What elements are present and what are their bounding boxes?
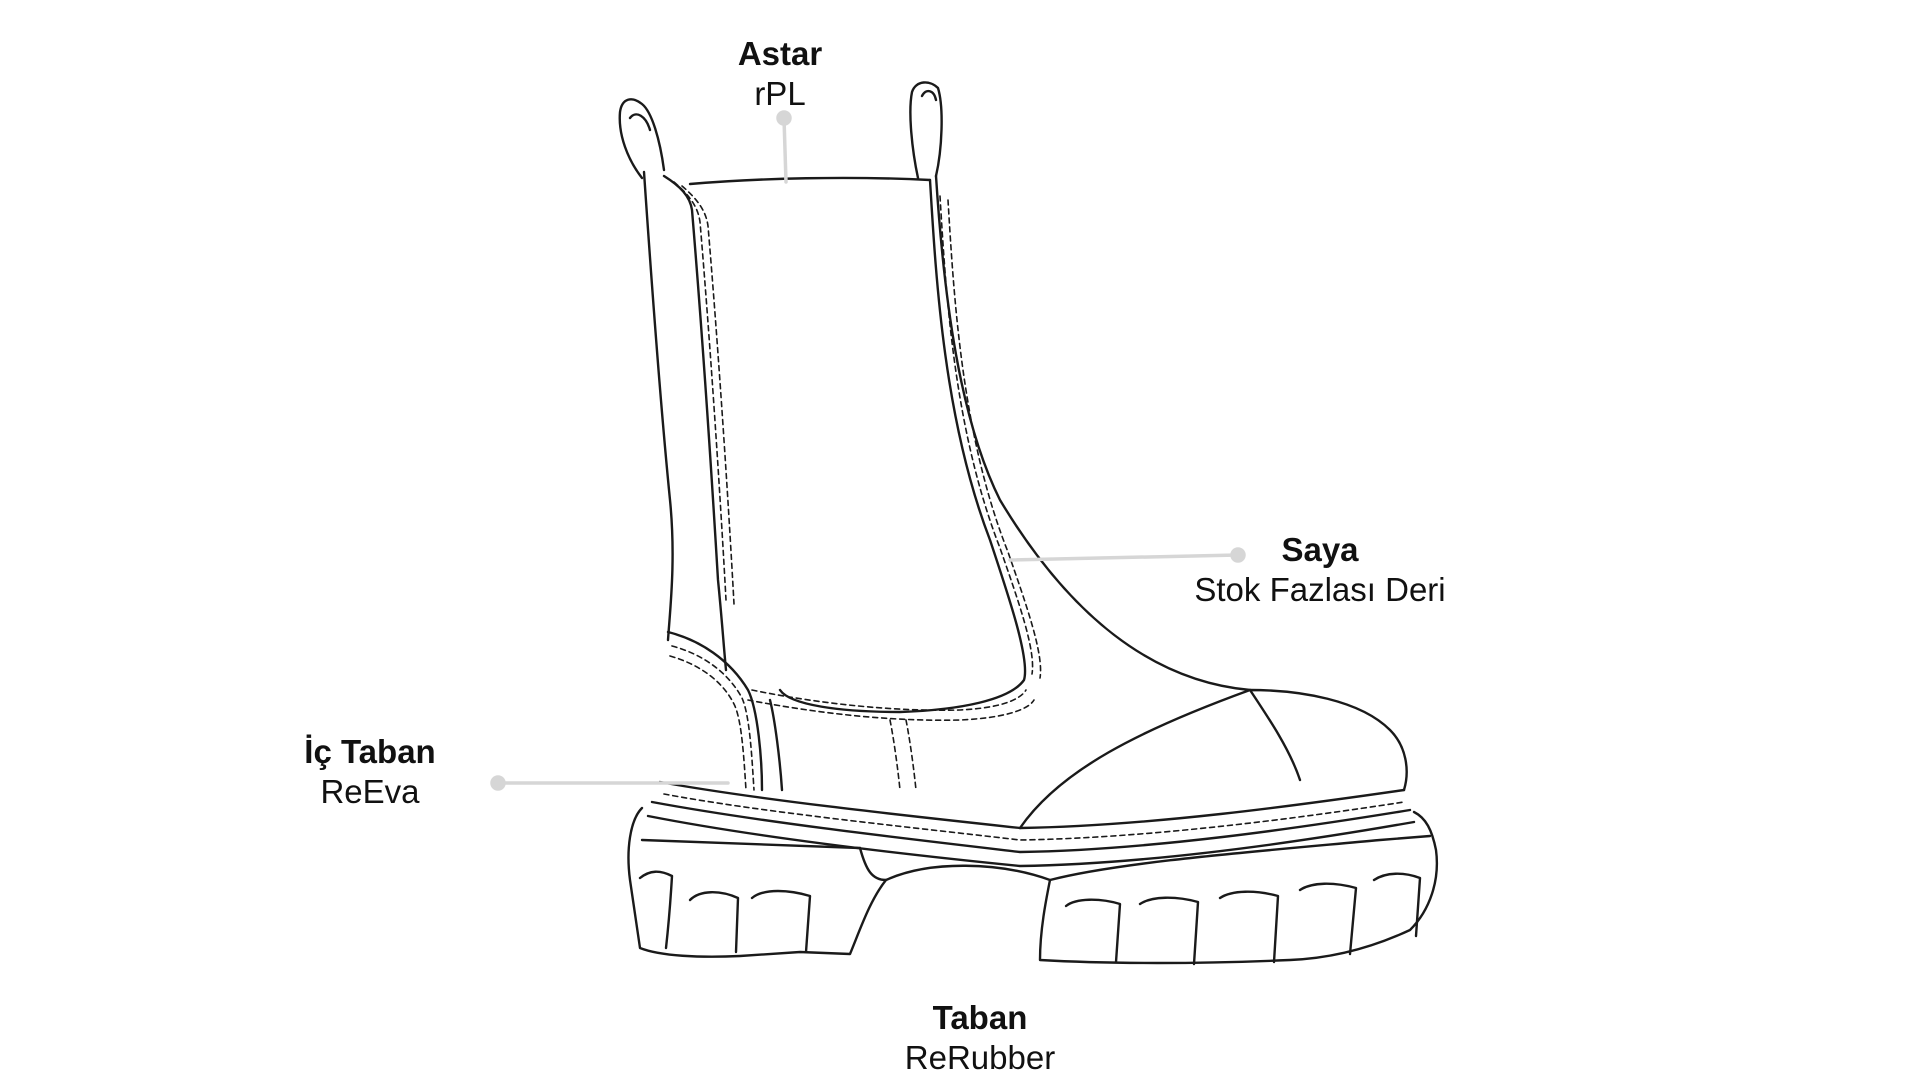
callout-astar: Astar rPL: [700, 34, 860, 115]
callout-saya-name: Saya: [1281, 531, 1359, 568]
rear-pull-tab: [618, 98, 666, 180]
callout-astar-material: rPL: [754, 75, 806, 113]
front-pull-tab: [909, 81, 943, 180]
welt: [658, 780, 1406, 830]
saya-leader-line: [1008, 553, 1240, 562]
callout-taban-name: Taban: [932, 999, 1028, 1036]
callout-taban-material: ReRubber: [904, 1039, 1056, 1077]
callout-saya: Saya Stok Fazlası Deri: [1160, 530, 1480, 611]
callout-ic-taban-name: İç Taban: [304, 733, 436, 770]
gore-seam: [768, 698, 784, 792]
boot-opening: [688, 176, 932, 186]
astar-leader-line: [782, 116, 788, 184]
back-shaft: [642, 170, 674, 642]
callout-astar-name: Astar: [737, 35, 823, 72]
callout-ic-taban-material: ReEva: [320, 773, 420, 811]
callout-taban: Taban ReRubber: [860, 998, 1100, 1079]
front-shaft: [934, 174, 1252, 692]
heel-counter: [666, 630, 764, 792]
callout-saya-material: Stok Fazlası Deri: [1194, 571, 1446, 609]
callout-ic-taban: İç Taban ReEva: [270, 732, 470, 813]
toe-cap: [1018, 688, 1408, 830]
